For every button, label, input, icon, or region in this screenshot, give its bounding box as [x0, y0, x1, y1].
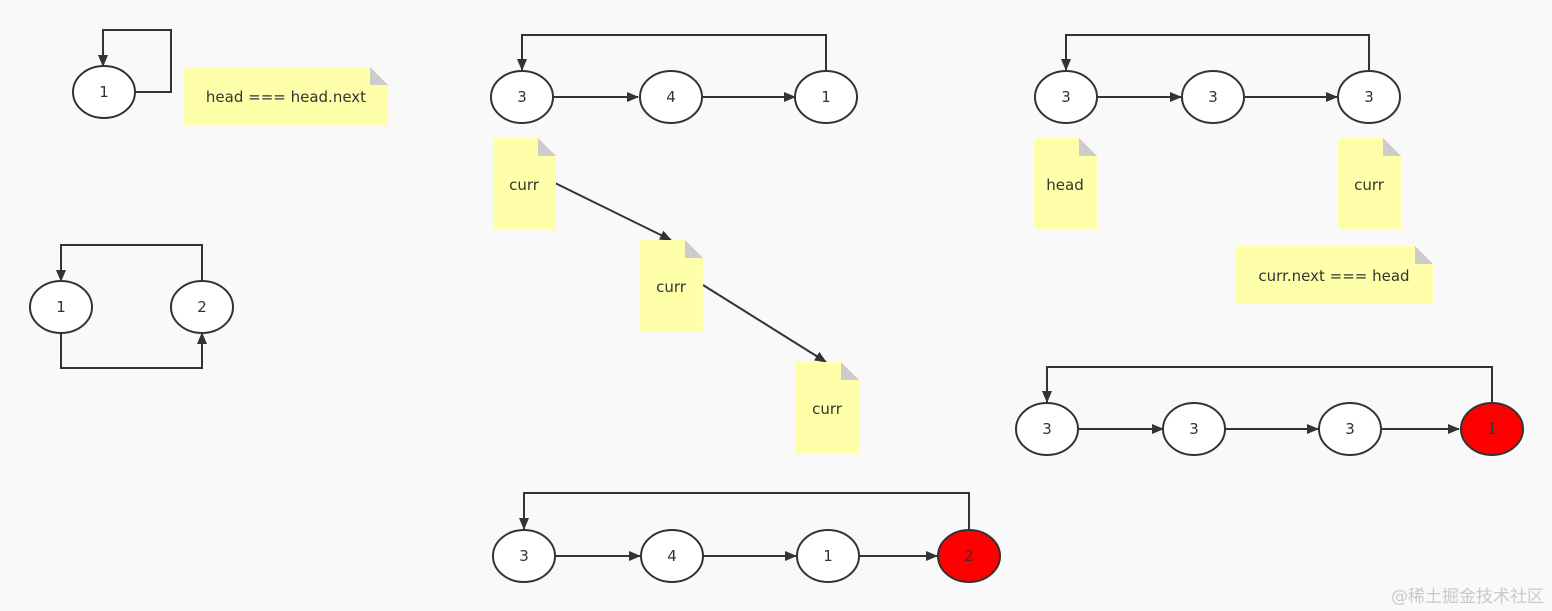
node-label: 1: [99, 83, 109, 101]
list-node-f2: 3: [1162, 402, 1226, 456]
node-shape: [639, 70, 703, 124]
node-label: 3: [1364, 88, 1374, 106]
node-label: 2: [197, 298, 207, 316]
node-label: 3: [519, 547, 529, 565]
node-label: 4: [666, 88, 676, 106]
edge-c3-to-c1: [517, 34, 827, 71]
list-node-e2: 3: [1181, 70, 1245, 124]
list-node-d2: 4: [640, 529, 704, 583]
node-label: 3: [517, 88, 527, 106]
node-label: 3: [1189, 420, 1199, 438]
list-node-f1: 3: [1015, 402, 1079, 456]
edge-b1-to-b2: [60, 332, 207, 369]
watermark: @稀土掘金技术社区: [1391, 587, 1544, 607]
node-shape: [490, 70, 554, 124]
note-curr-1: curr: [493, 138, 556, 230]
node-shape: [1181, 70, 1245, 124]
list-node-c1: 3: [490, 70, 554, 124]
list-node-c2: 4: [639, 70, 703, 124]
node-label: 3: [1208, 88, 1218, 106]
note-text: curr: [509, 176, 540, 194]
note-body: [1338, 138, 1401, 230]
note-curr-next-equals-head: curr.next === head: [1236, 246, 1433, 304]
note-fold: [538, 138, 556, 156]
node-label: 3: [1042, 420, 1052, 438]
node-label: 1: [821, 88, 831, 106]
note-fold: [1079, 138, 1097, 156]
node-shape: [640, 529, 704, 583]
list-node-d1: 3: [492, 529, 556, 583]
node-shape: [170, 280, 234, 334]
node-shape: [72, 65, 136, 119]
edge-n2-to-n3: [554, 182, 672, 241]
note-text: head === head.next: [206, 88, 366, 106]
note-curr-4: curr: [1338, 138, 1401, 230]
node-shape: [1337, 70, 1401, 124]
note-curr-3: curr: [795, 362, 859, 454]
list-node-e3: 3: [1337, 70, 1401, 124]
edges: [56, 29, 1493, 561]
node-shape: [796, 529, 860, 583]
note-head: head: [1034, 138, 1097, 230]
node-shape: [1015, 402, 1079, 456]
node-label: 3: [1345, 420, 1355, 438]
nodes: 1 1 2 3 4 1 3 4 1 2 3 3 3 3 3 3 1: [29, 65, 1524, 583]
list-node-a1: 1: [72, 65, 136, 119]
note-text: curr: [1354, 176, 1385, 194]
edge-e3-to-e1: [1061, 34, 1370, 71]
node-label: 1: [823, 547, 833, 565]
edge-a1-self-loop: [98, 29, 172, 93]
notes: head === head.next curr curr curr head c…: [184, 67, 1433, 454]
note-body: [1236, 246, 1433, 304]
list-node-b2: 2: [170, 280, 234, 334]
edge-d4-to-d1: [519, 492, 970, 530]
note-fold: [685, 240, 703, 258]
node-label: 2: [964, 547, 974, 565]
note-body: [1034, 138, 1097, 230]
node-shape-highlighted: [1460, 402, 1524, 456]
list-node-f3: 3: [1318, 402, 1382, 456]
edge-b2-to-b1: [56, 244, 203, 282]
list-node-e1: 3: [1034, 70, 1098, 124]
note-body: [493, 138, 556, 230]
node-shape: [1162, 402, 1226, 456]
list-node-d4: 2: [937, 529, 1001, 583]
node-label: 1: [56, 298, 66, 316]
note-text: curr: [656, 278, 687, 296]
node-label: 4: [667, 547, 677, 565]
list-node-f4: 1: [1460, 402, 1524, 456]
node-shape-highlighted: [937, 529, 1001, 583]
list-node-b1: 1: [29, 280, 93, 334]
list-node-c3: 1: [794, 70, 858, 124]
node-shape: [492, 529, 556, 583]
note-curr-2: curr: [639, 240, 703, 332]
note-body: [184, 67, 388, 126]
node-shape: [1318, 402, 1382, 456]
note-text: curr: [812, 400, 843, 418]
note-body: [639, 240, 703, 332]
node-shape: [1034, 70, 1098, 124]
note-head-equals-next: head === head.next: [184, 67, 388, 126]
node-label: 3: [1061, 88, 1071, 106]
node-shape: [29, 280, 93, 334]
edge-f4-to-f1: [1042, 366, 1493, 403]
note-text: curr.next === head: [1258, 267, 1409, 285]
note-fold: [1415, 246, 1433, 264]
edge-n3-to-n4: [702, 284, 827, 363]
node-label: 1: [1487, 420, 1497, 438]
note-fold: [1383, 138, 1401, 156]
note-fold: [370, 67, 388, 85]
list-node-d3: 1: [796, 529, 860, 583]
note-body: [795, 362, 859, 454]
node-shape: [794, 70, 858, 124]
note-text: head: [1046, 176, 1083, 194]
note-fold: [841, 362, 859, 380]
